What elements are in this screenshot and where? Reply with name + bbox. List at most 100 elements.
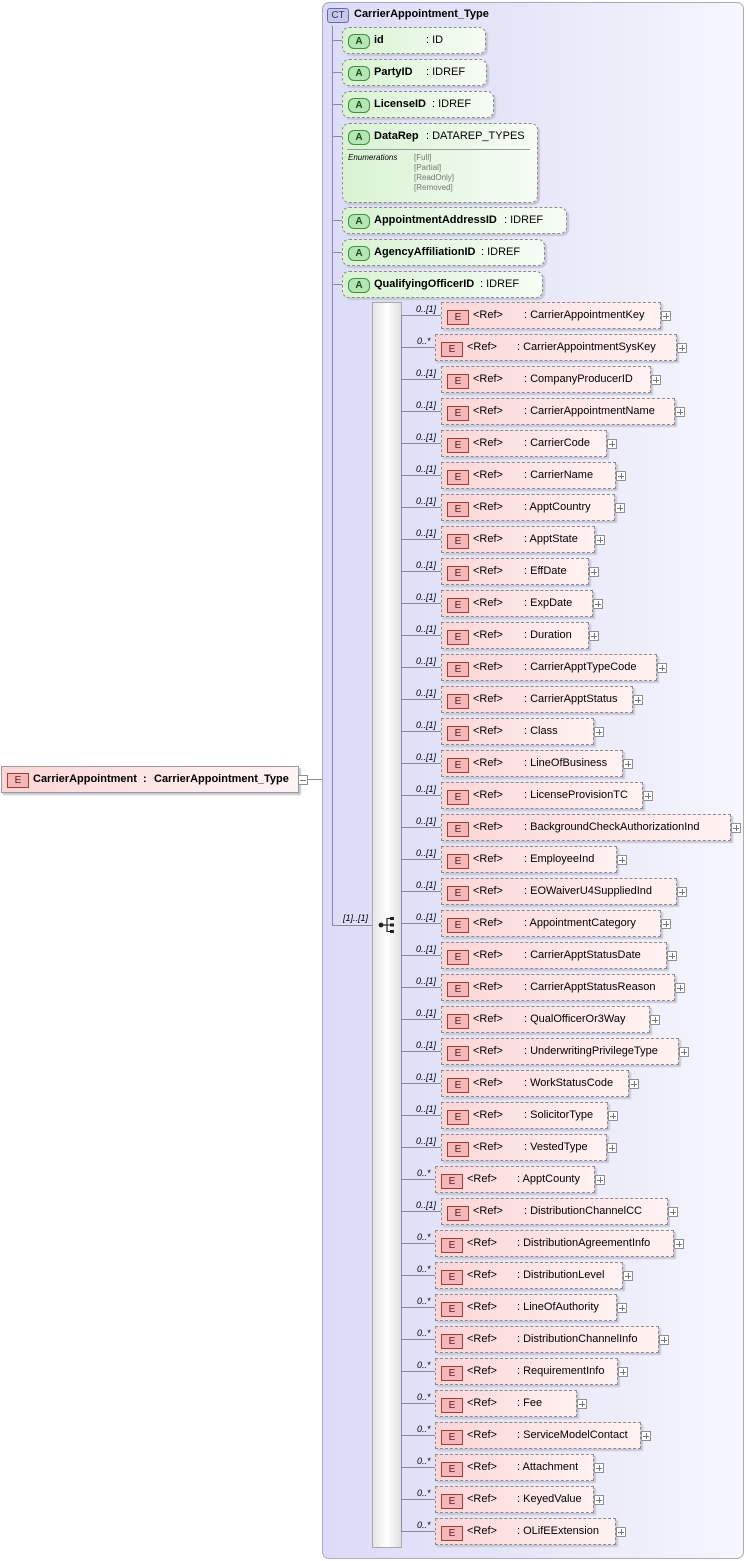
expand-icon[interactable]: [650, 1015, 660, 1025]
expand-icon[interactable]: [675, 407, 685, 417]
expand-icon[interactable]: [633, 695, 643, 705]
element-ref-Fee[interactable]: E<Ref>: Fee: [435, 1390, 577, 1417]
element-connector-line: [401, 1403, 435, 1404]
expand-icon[interactable]: [615, 503, 625, 513]
expand-icon[interactable]: [607, 1143, 617, 1153]
element-ref-VestedType[interactable]: E<Ref>: VestedType: [441, 1134, 607, 1161]
element-cardinality: 0..[1]: [416, 816, 437, 826]
element-ref-AppointmentCategory[interactable]: E<Ref>: AppointmentCategory: [441, 910, 661, 937]
collapse-icon[interactable]: [298, 775, 308, 785]
expand-icon[interactable]: [651, 375, 661, 385]
element-connector-line: [401, 347, 435, 348]
expand-icon[interactable]: [661, 311, 671, 321]
element-ref-OLifEExtension[interactable]: E<Ref>: OLifEExtension: [435, 1518, 616, 1545]
expand-icon[interactable]: [677, 343, 687, 353]
expand-icon[interactable]: [674, 1239, 684, 1249]
element-name: : ServiceModelContact: [517, 1429, 628, 1441]
element-ref-LicenseProvisionTC[interactable]: E<Ref>: LicenseProvisionTC: [441, 782, 643, 809]
expand-icon[interactable]: [608, 1111, 618, 1121]
element-ref-LineOfBusiness[interactable]: E<Ref>: LineOfBusiness: [441, 750, 623, 777]
sequence-icon[interactable]: [378, 916, 398, 934]
element-ref-EffDate[interactable]: E<Ref>: EffDate: [441, 558, 589, 585]
expand-icon[interactable]: [607, 439, 617, 449]
root-element[interactable]: E CarrierAppointment : CarrierAppointmen…: [1, 766, 299, 793]
element-badge-icon: E: [447, 1078, 469, 1093]
expand-icon[interactable]: [616, 471, 626, 481]
element-ref-ApptState[interactable]: E<Ref>: ApptState: [441, 526, 595, 553]
expand-icon[interactable]: [629, 1079, 639, 1089]
expand-icon[interactable]: [594, 1463, 604, 1473]
element-ref-DistributionChannelCC[interactable]: E<Ref>: DistributionChannelCC: [441, 1198, 668, 1225]
element-ref-EmployeeInd[interactable]: E<Ref>: EmployeeInd: [441, 846, 617, 873]
element-ref-CarrierName[interactable]: E<Ref>: CarrierName: [441, 462, 616, 489]
element-ref-ApptCounty[interactable]: E<Ref>: ApptCounty: [435, 1166, 595, 1193]
element-ref-CarrierApptTypeCode[interactable]: E<Ref>: CarrierApptTypeCode: [441, 654, 657, 681]
element-ref-ExpDate[interactable]: E<Ref>: ExpDate: [441, 590, 593, 617]
element-ref-BackgroundCheckAuthorizationInd[interactable]: E<Ref>: BackgroundCheckAuthorizationInd: [441, 814, 731, 841]
element-ref-Class[interactable]: E<Ref>: Class: [441, 718, 594, 745]
element-name: : CarrierAppointmentName: [524, 405, 655, 417]
element-ref-CarrierApptStatusDate[interactable]: E<Ref>: CarrierApptStatusDate: [441, 942, 667, 969]
element-ref-label: <Ref>: [473, 981, 503, 993]
expand-icon[interactable]: [589, 631, 599, 641]
element-ref-QualOfficerOr3Way[interactable]: E<Ref>: QualOfficerOr3Way: [441, 1006, 650, 1033]
expand-icon[interactable]: [577, 1399, 587, 1409]
element-ref-SolicitorType[interactable]: E<Ref>: SolicitorType: [441, 1102, 608, 1129]
expand-icon[interactable]: [657, 663, 667, 673]
attribute-badge-icon: A: [348, 130, 370, 145]
element-ref-DistributionChannelInfo[interactable]: E<Ref>: DistributionChannelInfo: [435, 1326, 659, 1353]
element-ref-DistributionLevel[interactable]: E<Ref>: DistributionLevel: [435, 1262, 623, 1289]
expand-icon[interactable]: [623, 1271, 633, 1281]
element-ref-DistributionAgreementInfo[interactable]: E<Ref>: DistributionAgreementInfo: [435, 1230, 674, 1257]
element-ref-CompanyProducerID[interactable]: E<Ref>: CompanyProducerID: [441, 366, 651, 393]
element-ref-Attachment[interactable]: E<Ref>: Attachment: [435, 1454, 594, 1481]
element-ref-CarrierAppointmentName[interactable]: E<Ref>: CarrierAppointmentName: [441, 398, 675, 425]
expand-icon[interactable]: [616, 1527, 626, 1537]
expand-icon[interactable]: [618, 1367, 628, 1377]
element-cardinality: 0..[1]: [416, 624, 437, 634]
expand-icon[interactable]: [617, 1303, 627, 1313]
expand-icon[interactable]: [594, 1495, 604, 1505]
expand-icon[interactable]: [677, 887, 687, 897]
element-ref-LineOfAuthority[interactable]: E<Ref>: LineOfAuthority: [435, 1294, 617, 1321]
expand-icon[interactable]: [641, 1431, 651, 1441]
element-ref-label: <Ref>: [467, 1269, 497, 1281]
expand-icon[interactable]: [595, 1175, 605, 1185]
element-ref-Duration[interactable]: E<Ref>: Duration: [441, 622, 589, 649]
expand-icon[interactable]: [661, 919, 671, 929]
element-cardinality: 0..[1]: [416, 1200, 437, 1210]
element-ref-CarrierAppointmentKey[interactable]: E<Ref>: CarrierAppointmentKey: [441, 302, 661, 329]
expand-icon[interactable]: [617, 855, 627, 865]
expand-icon[interactable]: [595, 535, 605, 545]
expand-icon[interactable]: [731, 823, 741, 833]
expand-icon[interactable]: [589, 567, 599, 577]
element-ref-KeyedValue[interactable]: E<Ref>: KeyedValue: [435, 1486, 594, 1513]
expand-icon[interactable]: [679, 1047, 689, 1057]
element-ref-UnderwritingPrivilegeType[interactable]: E<Ref>: UnderwritingPrivilegeType: [441, 1038, 679, 1065]
element-ref-CarrierApptStatusReason[interactable]: E<Ref>: CarrierApptStatusReason: [441, 974, 675, 1001]
expand-icon[interactable]: [675, 983, 685, 993]
element-ref-ServiceModelContact[interactable]: E<Ref>: ServiceModelContact: [435, 1422, 641, 1449]
expand-icon[interactable]: [668, 1207, 678, 1217]
element-ref-CarrierAppointmentSysKey[interactable]: E<Ref>: CarrierAppointmentSysKey: [435, 334, 677, 361]
element-ref-CarrierCode[interactable]: E<Ref>: CarrierCode: [441, 430, 607, 457]
expand-icon[interactable]: [594, 727, 604, 737]
element-ref-RequirementInfo[interactable]: E<Ref>: RequirementInfo: [435, 1358, 618, 1385]
expand-icon[interactable]: [593, 599, 603, 609]
element-ref-EOWaiverU4SuppliedInd[interactable]: E<Ref>: EOWaiverU4SuppliedInd: [441, 878, 677, 905]
expand-icon[interactable]: [667, 951, 677, 961]
element-ref-CarrierApptStatus[interactable]: E<Ref>: CarrierApptStatus: [441, 686, 633, 713]
element-ref-WorkStatusCode[interactable]: E<Ref>: WorkStatusCode: [441, 1070, 629, 1097]
element-ref-label: <Ref>: [473, 757, 503, 769]
expand-icon[interactable]: [659, 1335, 669, 1345]
element-ref-ApptCountry[interactable]: E<Ref>: ApptCountry: [441, 494, 615, 521]
expand-icon[interactable]: [643, 791, 653, 801]
expand-icon[interactable]: [623, 759, 633, 769]
